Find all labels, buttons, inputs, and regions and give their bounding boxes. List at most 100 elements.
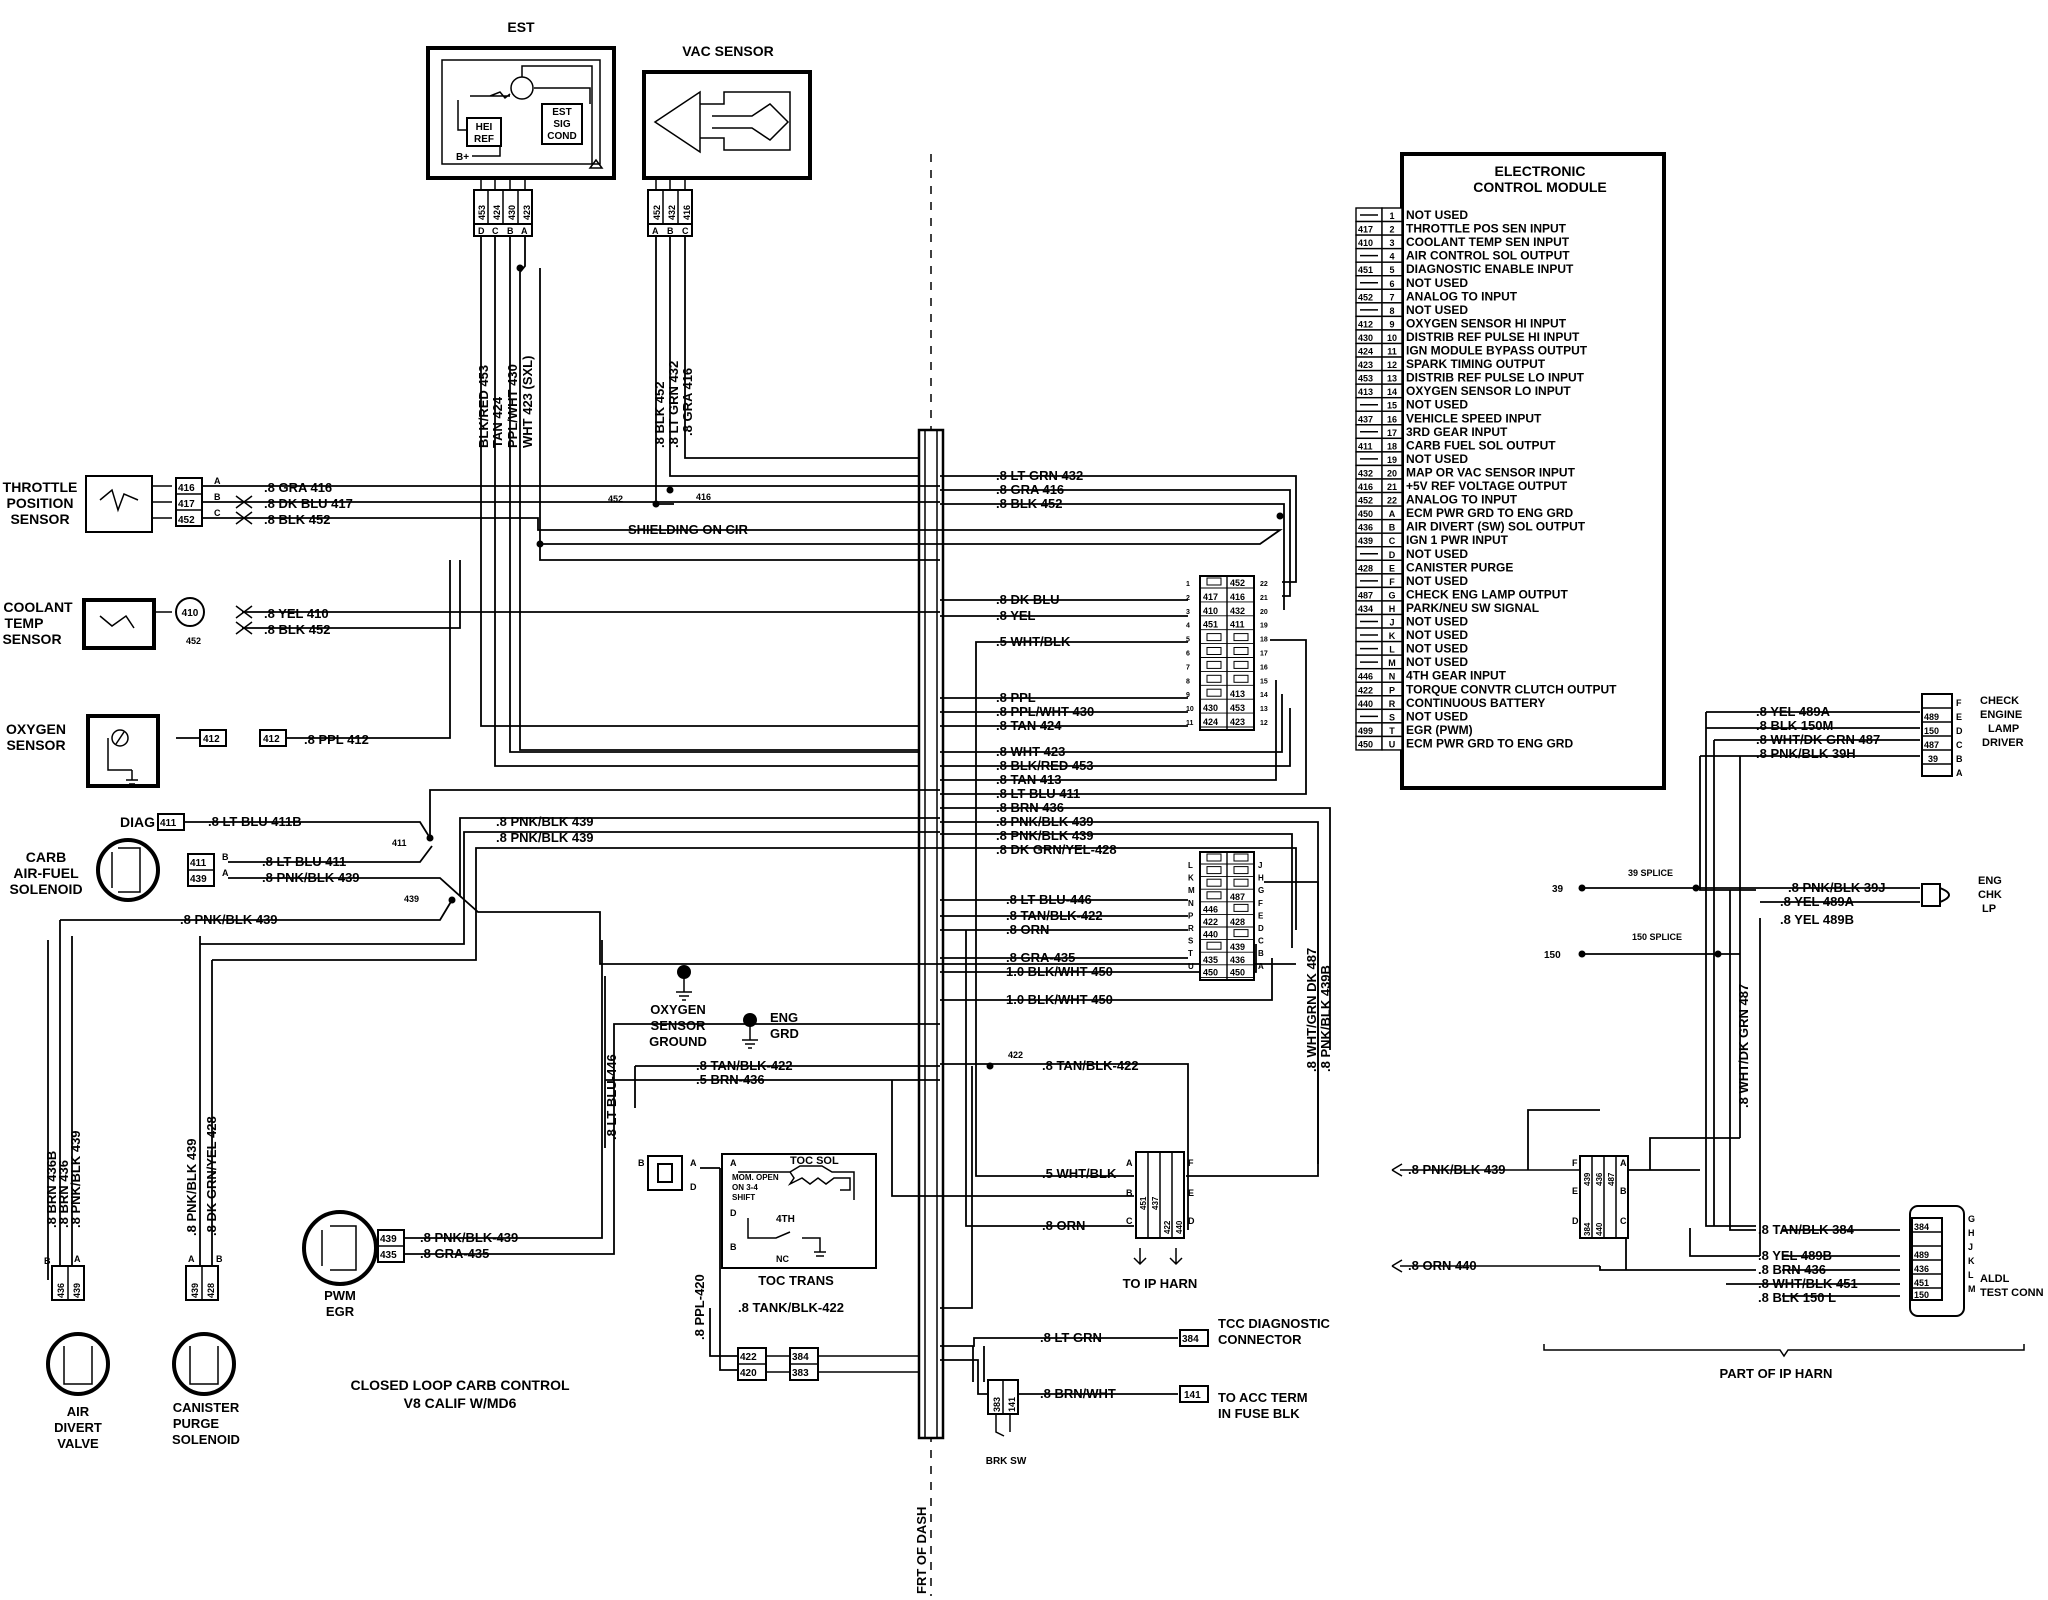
- ip-connector: 451 437 422 440 A F B E C D: [1126, 1151, 1195, 1239]
- svg-text:384: 384: [1182, 1334, 1199, 1345]
- o2-connectors: 412 412: [199, 729, 287, 747]
- svg-text:383: 383: [992, 1397, 1002, 1412]
- svg-text:451: 451: [1914, 1278, 1929, 1288]
- svg-text:417: 417: [178, 499, 195, 510]
- ecm-pin-label: 3RD GEAR INPUT: [1406, 425, 1508, 439]
- wire-label: .8 WHT/BLK 451: [1758, 1276, 1858, 1291]
- wire-label: .8 PNK/BLK 439B: [1318, 965, 1333, 1072]
- ecm-pin-number: H: [1389, 604, 1396, 614]
- svg-text:SHIFT: SHIFT: [732, 1193, 755, 1202]
- ecm-pin-label: AIR CONTROL SOL OUTPUT: [1406, 249, 1570, 263]
- splice-150-label: 150 SPLICE: [1632, 932, 1682, 942]
- wire-label: .8 GRA 416: [680, 368, 695, 436]
- to-ip-harn-label: TO IP HARN: [1123, 1276, 1198, 1291]
- carb-solenoid: [96, 838, 160, 902]
- wire-label: .8 YEL 410: [264, 606, 329, 621]
- ip-harn-brace: [1543, 1344, 2025, 1358]
- canister-label: CANISTER: [173, 1400, 240, 1415]
- caption: CLOSED LOOP CARB CONTROL: [350, 1377, 570, 1393]
- svg-text:430: 430: [507, 205, 517, 220]
- ecm-pin-number: E: [1389, 563, 1395, 573]
- svg-text:416: 416: [682, 205, 692, 220]
- svg-text:PURGE: PURGE: [173, 1416, 220, 1431]
- wire-label: BLK/RED 453: [476, 365, 491, 448]
- c1-pin-r: 13: [1260, 706, 1268, 713]
- wire-label: .8 WHT/DK GRN 487: [1736, 984, 1751, 1108]
- toc-sol-label: TOC SOL: [790, 1155, 839, 1167]
- svg-text:487: 487: [1607, 1172, 1616, 1186]
- svg-text:D: D: [1188, 1216, 1195, 1226]
- ecm-pin-label: AIR DIVERT (SW) SOL OUTPUT: [1406, 520, 1586, 534]
- svg-text:K: K: [1968, 1256, 1975, 1266]
- wire-label: .8 PPL 412: [304, 732, 369, 747]
- svg-text:439: 439: [72, 1283, 82, 1298]
- svg-text:422: 422: [740, 1352, 757, 1363]
- c2-right-pin: 436: [1230, 955, 1245, 965]
- ecm-circuit-number: 437: [1358, 414, 1373, 424]
- ecm-pin-number: M: [1388, 658, 1396, 668]
- ecm-pin-label: OXYGEN SENSOR HI INPUT: [1406, 316, 1567, 330]
- svg-text:384: 384: [1583, 1222, 1592, 1236]
- wire-label: .8 GRA-435: [420, 1246, 489, 1261]
- ecm-pin-number: 10: [1387, 333, 1397, 343]
- wire-label: .8 TAN/BLK 384: [1758, 1222, 1855, 1237]
- svg-text:D: D: [1572, 1216, 1579, 1226]
- svg-text:ON 3-4: ON 3-4: [732, 1183, 758, 1192]
- wire-label: .8 PNK/BLK 439: [996, 828, 1094, 843]
- wire-label: .8 LT BLU 411: [262, 854, 346, 869]
- svg-text:NC: NC: [776, 1254, 789, 1264]
- wire-label: .8 LT GRN: [1040, 1330, 1102, 1345]
- c1-right-pin: 411: [1230, 620, 1245, 630]
- splice-dots: [426, 264, 1722, 1070]
- wire-label: .8 TAN/BLK-422: [1006, 908, 1103, 923]
- ecm-circuit-number: 439: [1358, 536, 1373, 546]
- svg-text:412: 412: [203, 734, 220, 745]
- svg-text:439: 439: [380, 1234, 397, 1245]
- svg-text:DIVERT: DIVERT: [54, 1420, 102, 1435]
- ecm-pin-number: A: [1389, 509, 1396, 519]
- c2-letter-l: P: [1188, 911, 1194, 920]
- svg-text:B: B: [1956, 754, 1963, 764]
- vac-connector: 452 432 416 A B C: [647, 189, 693, 237]
- ip-left-connector: 439 436 487 384 440 F A E B D C: [1572, 1155, 1629, 1239]
- wire-label: .5 WHT/BLK: [1042, 1166, 1117, 1181]
- ecm-circuit-number: 446: [1358, 672, 1373, 682]
- c1-right-pin: 413: [1230, 689, 1245, 699]
- wire-label: PPL/WHT 430: [505, 364, 520, 448]
- carb-label: CARB: [26, 849, 66, 865]
- ecm-circuit-number: 453: [1358, 374, 1373, 384]
- c1-pin-r: 17: [1260, 651, 1268, 658]
- wire-label: .8 BRN 436: [1758, 1262, 1826, 1277]
- c1-pin-l: 8: [1186, 678, 1190, 685]
- svg-text:39: 39: [1928, 754, 1938, 764]
- svg-text:A: A: [652, 226, 659, 236]
- est-sig-label: EST: [552, 107, 571, 118]
- eng-lamp-connector: 489 150 487 39 F E D C B A: [1921, 693, 1963, 778]
- est-title: EST: [507, 19, 535, 35]
- wire-label: .8 LT BLU-446: [1006, 892, 1092, 907]
- svg-text:C: C: [1956, 740, 1963, 750]
- wire-label: .8 BLK/RED 453: [996, 758, 1094, 773]
- svg-text:436: 436: [56, 1283, 66, 1298]
- c1-pin-r: 14: [1260, 692, 1268, 699]
- ecm-box: [1400, 152, 1666, 790]
- svg-text:384: 384: [792, 1352, 809, 1363]
- pwm-egr-label: PWM: [324, 1288, 356, 1303]
- wire-label: .8 LT GRN 432: [996, 468, 1083, 483]
- c2-left-pin: 440: [1203, 930, 1218, 940]
- ecm-pin-number: 15: [1387, 401, 1397, 411]
- ecm-circuit-number: 451: [1358, 265, 1373, 275]
- svg-text:F: F: [1572, 1158, 1578, 1168]
- throttle-label: THROTTLE: [3, 479, 78, 495]
- wire-label: .8 WHT/GRN DK 487: [1304, 948, 1319, 1072]
- ecm-pin-number: 6: [1389, 279, 1394, 289]
- tcc-diag-label: TCC DIAGNOSTIC: [1218, 1316, 1331, 1331]
- ecm-pin-label: 4TH GEAR INPUT: [1406, 669, 1507, 683]
- svg-text:DRIVER: DRIVER: [1982, 737, 2024, 749]
- ecm-pin-label: ANALOG TO INPUT: [1406, 493, 1518, 507]
- c1-left-pin: 424: [1203, 717, 1218, 727]
- c1-pin-r: 19: [1260, 623, 1268, 630]
- svg-text:411: 411: [190, 858, 207, 869]
- svg-text:A: A: [690, 1158, 697, 1168]
